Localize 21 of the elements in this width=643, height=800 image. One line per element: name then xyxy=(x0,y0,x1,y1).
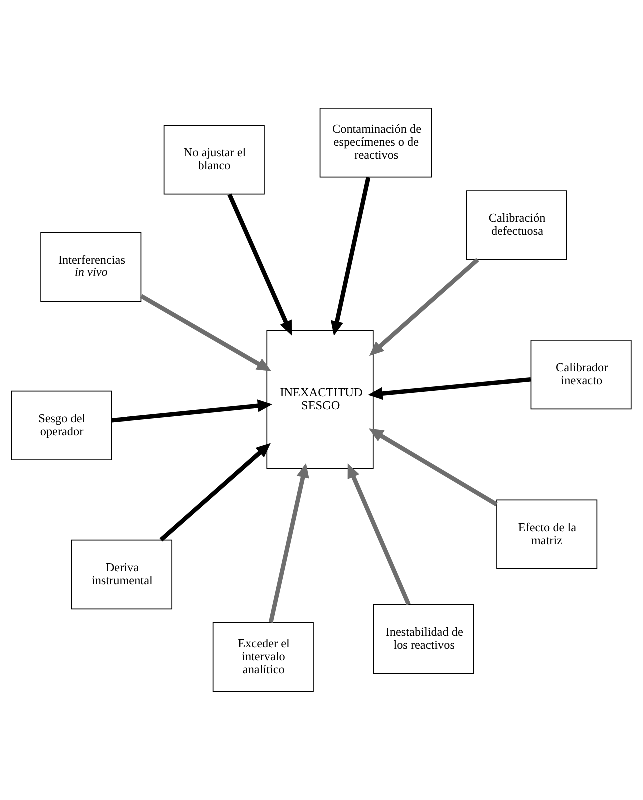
node-box: Contaminación de especímenes o de reactivos xyxy=(320,108,432,178)
node-box: Efecto de la matriz xyxy=(496,500,598,570)
node-box: No ajustar el blanco xyxy=(164,125,265,195)
node-box: INEXACTITUD SESGO xyxy=(266,330,374,469)
arrow xyxy=(348,464,411,606)
arrow xyxy=(140,294,272,372)
node-box: Deriva instrumental xyxy=(71,540,173,610)
arrow xyxy=(112,400,273,423)
node-box: Interferencias in vivo xyxy=(40,232,142,302)
arrow xyxy=(368,428,498,506)
arrow xyxy=(369,258,480,356)
arrow xyxy=(330,177,371,336)
arrow xyxy=(268,463,310,624)
arrow xyxy=(160,443,271,542)
node-box: Inestabilidad de los reactivos xyxy=(373,604,474,674)
node-box: Calibrador inexacto xyxy=(530,340,632,410)
arrow xyxy=(228,194,292,336)
arrow xyxy=(368,377,532,400)
node-box: Exceder el intervalo analítico xyxy=(212,622,314,692)
node-box: Calibración defectuosa xyxy=(466,190,568,260)
node-box: Sesgo del operador xyxy=(11,390,112,461)
